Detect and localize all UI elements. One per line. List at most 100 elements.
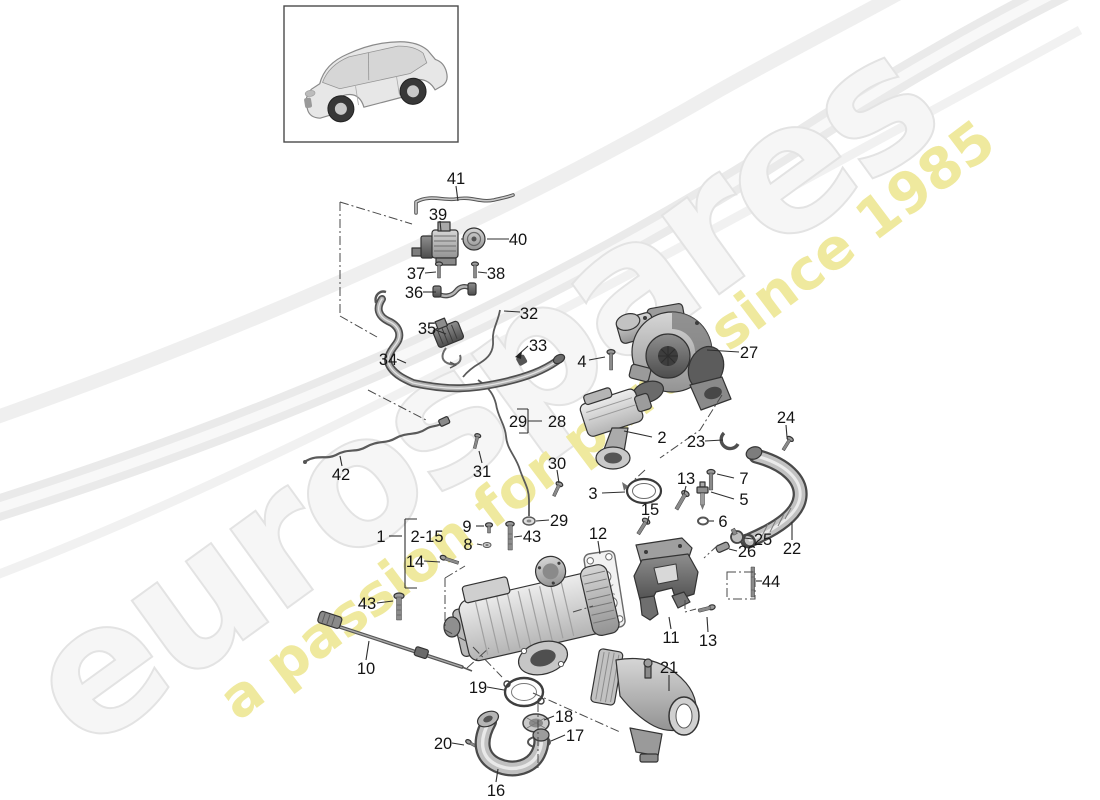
bolt-43-lower: [393, 592, 405, 621]
part-label-11[interactable]: 11: [662, 629, 679, 647]
gasket-19: [503, 676, 545, 708]
washer-29-lower: [522, 516, 536, 526]
part-label-40[interactable]: 40: [509, 231, 527, 249]
part-label-8[interactable]: 8: [463, 536, 472, 554]
part-label-39[interactable]: 39: [429, 206, 447, 224]
part-label-43[interactable]: 43: [523, 528, 541, 546]
part-label-28[interactable]: 28: [548, 413, 566, 431]
bolt-24: [781, 435, 794, 451]
screw-37: [434, 261, 444, 279]
flex-pipe-22: [740, 446, 808, 549]
part-label-25[interactable]: 25: [754, 531, 772, 549]
part-label-37[interactable]: 37: [407, 265, 425, 283]
part-label-14[interactable]: 14: [406, 553, 424, 571]
pipe-28: [477, 379, 530, 516]
part-label-24[interactable]: 24: [777, 409, 795, 427]
clamp-23: [719, 431, 740, 451]
solenoid-hose-loop: [441, 347, 462, 366]
part-label-29[interactable]: 29: [550, 512, 568, 530]
part-label-18[interactable]: 18: [555, 708, 573, 726]
coolant-hose-34: [374, 290, 566, 393]
part-label-36[interactable]: 36: [405, 284, 423, 302]
solenoid-valve-35: [432, 317, 465, 348]
clamp-25: [730, 527, 744, 544]
part-label-1[interactable]: 1: [376, 528, 385, 546]
part-label-30[interactable]: 30: [548, 455, 566, 473]
washer-8: [482, 542, 492, 548]
screw-4: [606, 349, 616, 371]
part-label-7[interactable]: 7: [739, 470, 748, 488]
part-label-22[interactable]: 22: [783, 540, 801, 558]
egr-valve-2: [579, 387, 652, 470]
seal-6: [697, 516, 709, 526]
part-label-33[interactable]: 33: [529, 337, 547, 355]
arrowhead-33: [515, 351, 522, 359]
intake-duct-21: [590, 648, 700, 763]
part-label-19[interactable]: 19: [469, 679, 487, 697]
pin-13-lower: [697, 604, 716, 613]
part-label-6[interactable]: 6: [718, 513, 727, 531]
macan-suv-icon: [304, 41, 448, 123]
oxygen-sensor-10: [317, 610, 473, 672]
part-label-10[interactable]: 10: [357, 660, 375, 678]
part-label-9[interactable]: 9: [462, 518, 471, 536]
reference-lines: [339, 201, 756, 768]
screw-14: [439, 554, 460, 565]
part-label-17[interactable]: 17: [566, 727, 584, 745]
watermark-brand: eurospares: [0, 0, 973, 790]
group-bracket-29-28: [517, 408, 542, 434]
downpipe-16: [474, 710, 550, 777]
turbocharger-27: [615, 303, 732, 411]
bushing-26: [715, 541, 730, 553]
part-label-21[interactable]: 21: [660, 659, 678, 677]
part-label-34[interactable]: 34: [379, 351, 397, 369]
changeover-valve-39: [411, 221, 459, 266]
gasket-3: [622, 477, 663, 505]
part-label-4[interactable]: 4: [577, 353, 586, 371]
part-label-38[interactable]: 38: [487, 265, 505, 283]
egr-cooler: [443, 555, 620, 676]
part-label-2[interactable]: 2: [657, 429, 666, 447]
part-label-5[interactable]: 5: [739, 491, 748, 509]
parts-drawings: [303, 193, 808, 777]
part-label-13[interactable]: 13: [699, 632, 717, 650]
assembly-bracket-1: [389, 518, 417, 589]
bolt-13-upper: [674, 490, 690, 511]
part-label-13[interactable]: 13: [677, 470, 695, 488]
part-label-43[interactable]: 43: [358, 595, 376, 613]
part-label-27[interactable]: 27: [740, 344, 758, 362]
part-label-31[interactable]: 31: [473, 463, 491, 481]
retaining-bracket-36: [432, 282, 477, 299]
part-label-3[interactable]: 3: [588, 485, 597, 503]
bolt-9: [484, 522, 494, 534]
bolt-43-upper: [505, 520, 515, 551]
part-label-2-15[interactable]: 2-15: [410, 528, 443, 546]
vacuum-pipe-32: [462, 309, 501, 378]
wiring-harness-42: [303, 416, 451, 464]
background-swoosh: [0, 0, 1083, 579]
leader-lines: [339, 185, 793, 783]
vacuum-pipe-41: [414, 193, 515, 215]
part-label-20[interactable]: 20: [434, 735, 452, 753]
part-label-29[interactable]: 29: [509, 413, 527, 431]
bolt-30: [552, 481, 564, 497]
part-label-32[interactable]: 32: [520, 305, 538, 323]
part-label-12[interactable]: 12: [589, 525, 607, 543]
part-label-16[interactable]: 16: [487, 782, 505, 800]
part-label-44[interactable]: 44: [762, 573, 780, 591]
part-label-41[interactable]: 41: [447, 170, 465, 188]
part-label-15[interactable]: 15: [641, 501, 659, 519]
part-label-26[interactable]: 26: [738, 543, 756, 561]
part-label-23[interactable]: 23: [687, 433, 705, 451]
bolt-7: [706, 468, 716, 491]
vehicle-thumbnail: [283, 5, 459, 143]
mounting-bracket-11: [633, 537, 699, 621]
part-label-35[interactable]: 35: [418, 320, 436, 338]
screw-38: [470, 261, 480, 279]
clip-on-pipe: [449, 361, 457, 369]
part-label-42[interactable]: 42: [332, 466, 350, 484]
bolt-31: [472, 433, 482, 449]
sensor-5: [696, 481, 709, 510]
